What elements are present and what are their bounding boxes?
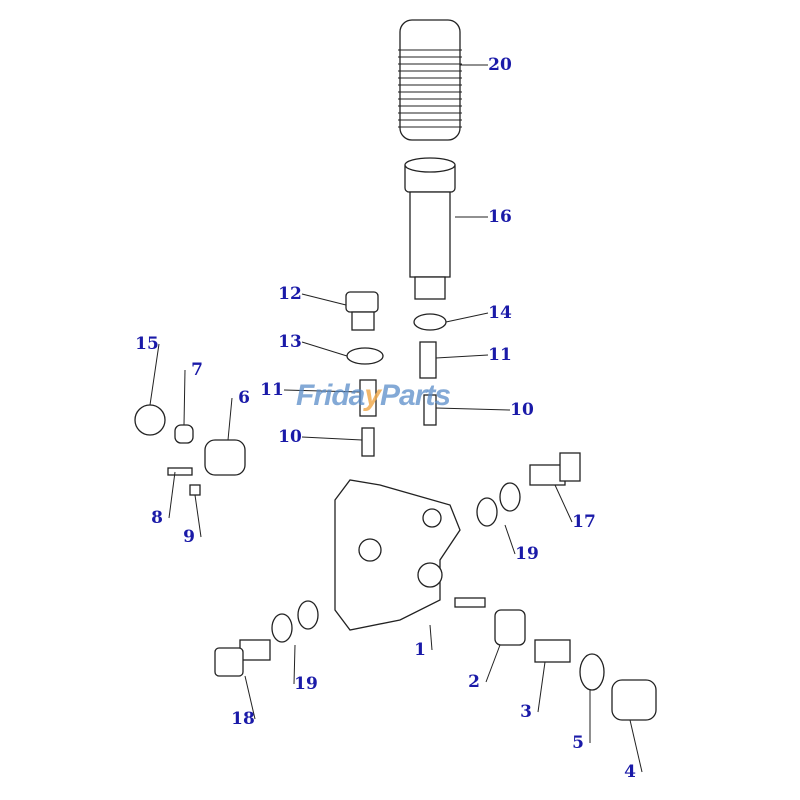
callout-5: 5 xyxy=(572,733,584,753)
leader-line xyxy=(629,719,643,773)
leader-line xyxy=(435,354,489,359)
part-2-piston xyxy=(494,609,526,646)
callout-9: 9 xyxy=(183,527,195,547)
leader-line xyxy=(301,436,363,441)
callout-13: 13 xyxy=(278,332,302,352)
part-8-pin xyxy=(167,467,193,476)
part-1-pin xyxy=(454,597,486,608)
leader-line xyxy=(168,471,176,519)
housing-port xyxy=(417,562,443,588)
leader-line xyxy=(435,407,511,411)
leader-line xyxy=(301,341,348,357)
callout-15: 15 xyxy=(135,334,159,354)
part-18-bolt xyxy=(214,639,271,677)
leader-line xyxy=(537,661,546,713)
leader-line xyxy=(504,524,516,555)
part-12-plug xyxy=(345,291,379,331)
part-1-pump-housing xyxy=(334,479,461,631)
callout-20: 20 xyxy=(488,55,512,75)
leader-line xyxy=(183,369,186,426)
callout-6: 6 xyxy=(238,388,250,408)
leader-line xyxy=(227,397,233,441)
leader-line xyxy=(293,644,296,685)
part-9-screw xyxy=(189,484,201,496)
callout-19: 19 xyxy=(294,674,318,694)
callout-10: 10 xyxy=(510,400,534,420)
part-5-gasket xyxy=(579,653,605,691)
leader-line xyxy=(149,343,160,406)
part-19-washer-b xyxy=(499,482,521,512)
part-11-spring-left xyxy=(359,379,377,417)
part-10-valve-left xyxy=(361,427,375,457)
part-15-snap-ring xyxy=(134,404,166,436)
part-13-gasket xyxy=(346,347,384,365)
leader-line xyxy=(485,644,501,683)
part-16-priming-pump xyxy=(404,157,456,300)
housing-port xyxy=(358,538,382,562)
leader-line xyxy=(554,484,573,523)
callout-7: 7 xyxy=(191,360,203,380)
part-3-spring xyxy=(534,639,571,663)
part-6-bushing xyxy=(204,439,246,476)
callout-8: 8 xyxy=(151,508,163,528)
part-19-washer-a xyxy=(476,497,498,527)
callout-18: 18 xyxy=(231,709,255,729)
leader-lines xyxy=(149,64,643,773)
callout-2: 2 xyxy=(468,672,480,692)
part-11-spring-right xyxy=(419,341,437,379)
callout-10: 10 xyxy=(278,427,302,447)
callout-4: 4 xyxy=(624,762,636,782)
callout-16: 16 xyxy=(488,207,512,227)
part-17-bolt xyxy=(529,452,581,486)
watermark-logo: FridayParts xyxy=(296,379,451,412)
callout-12: 12 xyxy=(278,284,302,304)
leader-line xyxy=(445,312,489,323)
callout-3: 3 xyxy=(520,702,532,722)
leader-line xyxy=(429,624,433,651)
part-14-seal xyxy=(413,313,447,331)
callout-1: 1 xyxy=(414,640,426,660)
callout-11: 11 xyxy=(260,380,284,400)
callout-17: 17 xyxy=(572,512,596,532)
part-19-washer-d xyxy=(297,600,319,630)
part-19-washer-c xyxy=(271,613,293,643)
part-10-valve-right xyxy=(423,394,437,426)
part-7-washer xyxy=(174,424,194,444)
callout-14: 14 xyxy=(488,303,512,323)
leader-line xyxy=(244,675,256,720)
leader-line xyxy=(194,494,202,538)
leader-line xyxy=(283,389,361,393)
callout-19: 19 xyxy=(515,544,539,564)
callout-11: 11 xyxy=(488,345,512,365)
part-20-bellows xyxy=(398,19,462,141)
part-4-plug xyxy=(611,679,657,721)
housing-port xyxy=(422,508,442,528)
leader-line xyxy=(301,293,347,306)
